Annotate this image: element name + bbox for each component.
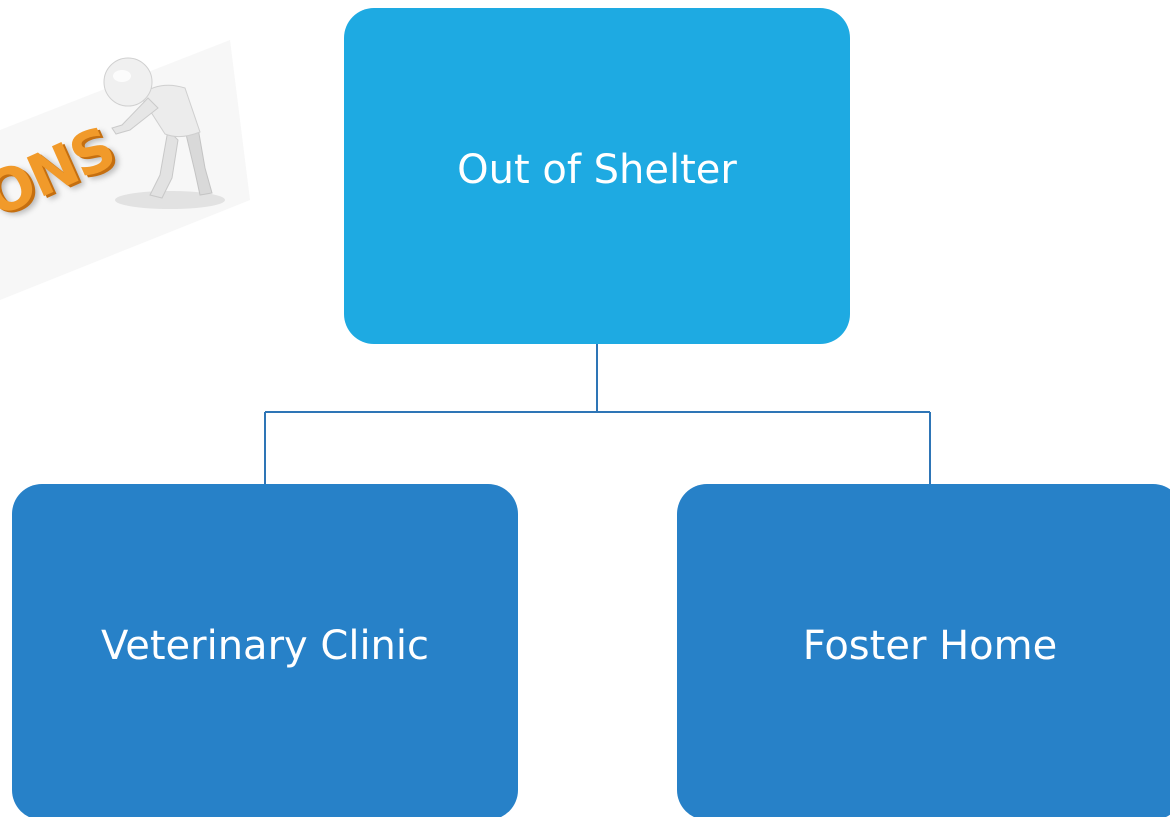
node-foster-home: Foster Home [677, 484, 1170, 817]
node-veterinary-clinic: Veterinary Clinic [12, 484, 518, 817]
node-label: Veterinary Clinic [100, 623, 430, 669]
3d-figure-pushing-letters-icon [0, 40, 250, 300]
node-label: Out of Shelter [457, 147, 737, 193]
node-out-of-shelter: Out of Shelter [344, 8, 850, 344]
node-label: Foster Home [802, 623, 1058, 669]
clipart-image: ONS [0, 0, 260, 330]
